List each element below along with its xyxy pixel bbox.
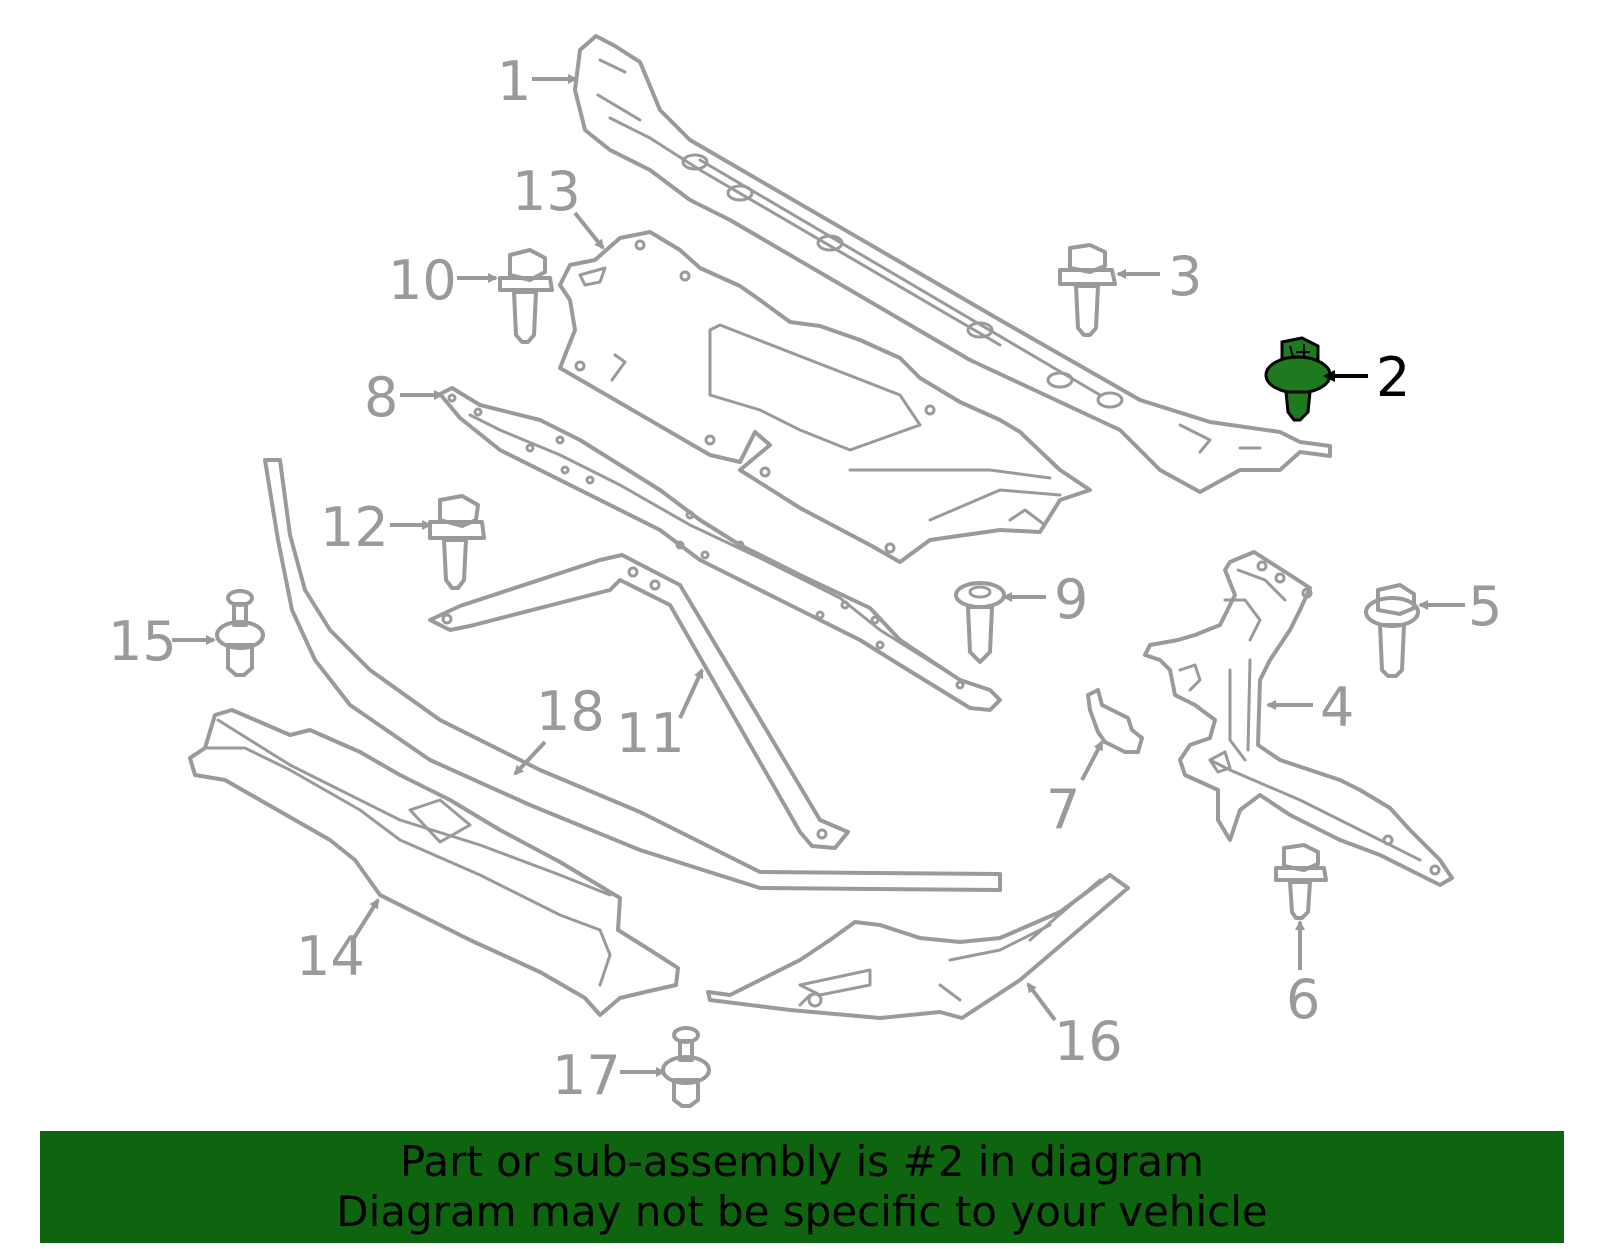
part-8-lower-bar — [438, 386, 1002, 712]
fastener-6 — [1274, 843, 1328, 920]
part-4-side-bracket — [1143, 550, 1454, 887]
fastener-17 — [661, 1026, 711, 1108]
part-16-right-deflector — [706, 873, 1130, 1020]
callout-18: 18 — [536, 680, 605, 743]
fastener-9 — [954, 581, 1006, 664]
callout-16: 16 — [1054, 1010, 1123, 1073]
callout-10: 10 — [388, 249, 457, 312]
callout-5: 5 — [1468, 575, 1502, 638]
callout-numbers: 1 2 3 4 5 6 7 8 9 10 11 12 13 14 15 16 1… — [108, 50, 1502, 1107]
part-7-clip-bracket — [1086, 688, 1144, 754]
callout-7: 7 — [1046, 778, 1080, 841]
callout-12: 12 — [320, 496, 389, 559]
part-14-left-deflector — [188, 708, 680, 1017]
fastener-12 — [428, 494, 486, 590]
info-banner: Part or sub-assembly is #2 in diagram Di… — [40, 1131, 1564, 1243]
part-11-v-brace — [428, 553, 850, 850]
fastener-3 — [1058, 243, 1117, 337]
part-1-upper-support — [573, 34, 1332, 494]
banner-line-disclaimer: Diagram may not be specific to your vehi… — [336, 1187, 1268, 1236]
callout-3: 3 — [1168, 245, 1202, 308]
callout-11: 11 — [616, 702, 685, 765]
callout-9: 9 — [1054, 568, 1088, 631]
fastener-5 — [1364, 583, 1420, 678]
callout-6: 6 — [1286, 968, 1320, 1031]
callout-15: 15 — [108, 610, 177, 673]
fastener-2-highlighted[interactable] — [1264, 336, 1332, 422]
part-13-shield-panel — [558, 230, 1092, 564]
callout-1: 1 — [497, 50, 531, 113]
banner-line-part: Part or sub-assembly is #2 in diagram — [399, 1137, 1205, 1186]
callout-4: 4 — [1320, 676, 1354, 739]
callout-13: 13 — [512, 160, 581, 223]
part-18-strip — [263, 458, 1002, 892]
fastener-10 — [498, 248, 554, 344]
parts-diagram: 1 2 3 4 5 6 7 8 9 10 11 12 13 14 15 16 1… — [108, 34, 1502, 1108]
callout-14: 14 — [296, 925, 365, 988]
callout-8: 8 — [364, 366, 398, 429]
callout-2[interactable]: 2 — [1376, 346, 1410, 409]
callout-arrows — [172, 74, 1465, 1077]
fastener-15 — [215, 589, 265, 677]
callout-17: 17 — [552, 1044, 621, 1107]
